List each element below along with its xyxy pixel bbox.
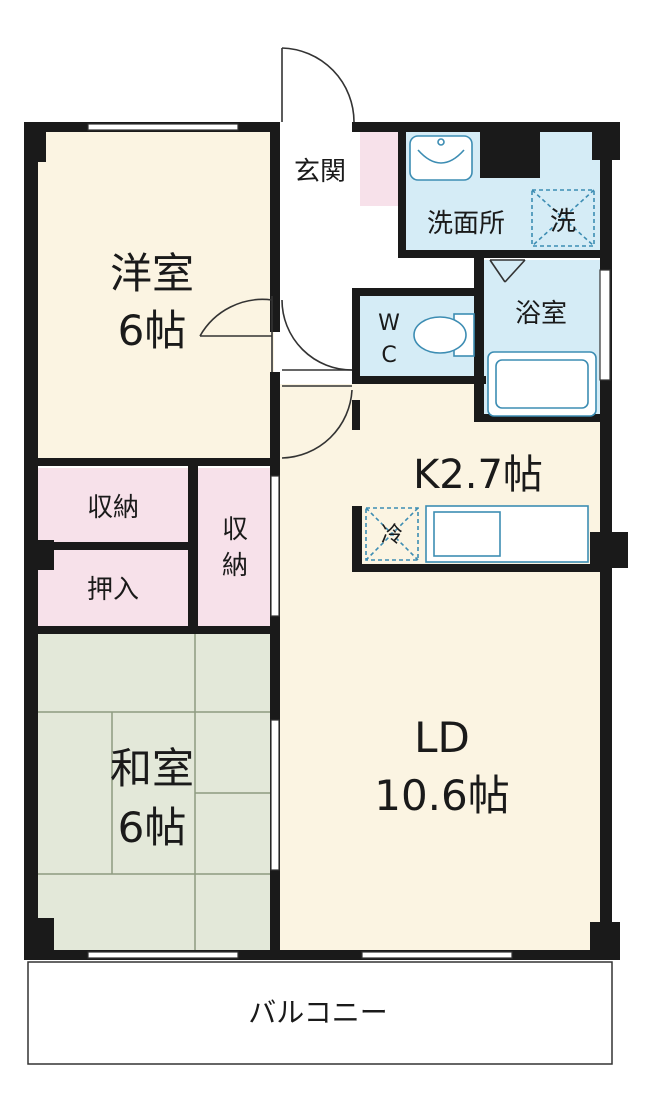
ld-floor	[280, 384, 602, 956]
washroom-label: 洗面所	[427, 209, 505, 239]
walls	[24, 122, 628, 960]
ld-size: 10.6帖	[374, 771, 510, 820]
labels: 洋室 6帖 玄関 洗面所 洗 浴室 W C K2.7帖 冷 収納 押入 収 納 …	[87, 157, 576, 1029]
washer-label: 洗	[550, 207, 576, 237]
japanese-room-name: 和室	[110, 744, 194, 793]
washer-space	[531, 189, 595, 247]
storage-side-floor	[198, 468, 272, 626]
western-room-name: 洋室	[110, 249, 194, 298]
bath-label: 浴室	[515, 299, 567, 329]
western-room-size: 6帖	[118, 306, 187, 355]
bathtub-icon	[487, 351, 597, 417]
oshiire-floor	[38, 550, 188, 626]
oshiire-label: 押入	[87, 575, 139, 605]
entrance-label: 玄関	[294, 157, 346, 187]
fridge-label: 冷	[381, 523, 403, 548]
kitchen-counter-icon	[425, 505, 589, 563]
tatami-lines	[38, 634, 274, 956]
toilet-label-w: W	[378, 311, 400, 336]
toilet-label-c: C	[381, 343, 396, 368]
entrance-floor	[280, 130, 360, 206]
storage-top-label: 収納	[87, 493, 139, 523]
kitchen-label: K2.7帖	[413, 452, 543, 498]
storage-side-label-1: 収	[222, 515, 248, 545]
fridge-space	[365, 507, 419, 561]
windows	[87, 123, 611, 959]
japanese-room-size: 6帖	[118, 803, 187, 852]
fixtures	[365, 135, 597, 563]
balcony-outline	[27, 961, 613, 1065]
doors	[199, 47, 526, 459]
entrance-step	[360, 130, 400, 206]
storage-side-label-2: 納	[222, 551, 248, 581]
basin-icon	[409, 135, 473, 181]
ld-name: LD	[414, 713, 470, 762]
balcony-label: バルコニー	[248, 996, 387, 1029]
tatami-floor	[38, 634, 274, 956]
storage-top-floor	[38, 468, 188, 542]
western-room-floor	[38, 130, 274, 462]
